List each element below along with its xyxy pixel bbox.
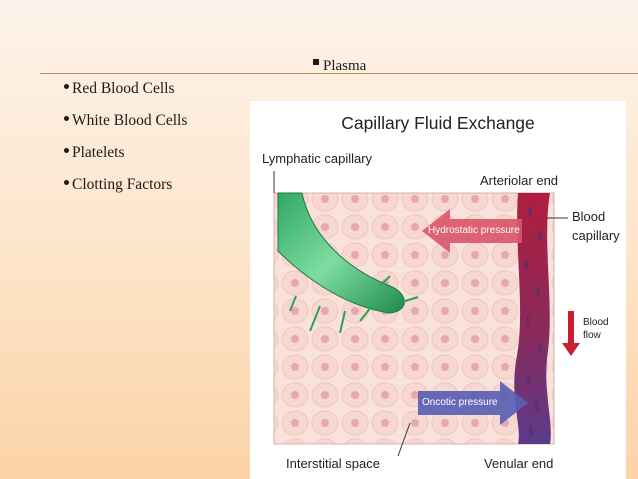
- blood-capillary-label-line1: Blood: [572, 209, 606, 224]
- interstitial-leader-line: [397, 422, 411, 457]
- bullet-list: Red Blood Cells White Blood Cells Platel…: [64, 80, 187, 208]
- arteriolar-end-label: Arteriolar end: [480, 173, 559, 188]
- blood-flow-arrow-shaft: [568, 311, 574, 343]
- lymphatic-vessel: [277, 192, 405, 314]
- hydrostatic-pressure-label: Hydrostatic pressure: [428, 225, 520, 236]
- bullet-item: Platelets: [64, 144, 187, 176]
- bullet-item: Red Blood Cells: [64, 80, 187, 112]
- bullet-text: Red Blood Cells: [72, 80, 175, 97]
- red-blood-cells: [524, 206, 542, 436]
- bullet-dot-icon: [64, 180, 69, 185]
- oncotic-pressure-label: Oncotic pressure: [422, 397, 498, 408]
- bullet-dot-icon: [64, 84, 69, 89]
- capillary-diagram: [273, 171, 580, 457]
- slide-heading-text: Plasma: [323, 58, 367, 74]
- interstitial-space-label: Interstitial space: [286, 456, 380, 471]
- lymphatic-capillary-label: Lymphatic capillary: [262, 151, 373, 166]
- bullet-text: White Blood Cells: [72, 112, 188, 129]
- bullet-dot-icon: [64, 148, 69, 153]
- lymph-flow-arrows: [289, 275, 419, 334]
- hydrostatic-pressure-arrow: [422, 209, 522, 253]
- oncotic-pressure-arrow: [418, 381, 528, 425]
- blood-flow-arrow-head: [562, 343, 580, 356]
- blood-flow-label-line2: flow: [583, 330, 601, 341]
- bullet-item: Clotting Factors: [64, 176, 187, 208]
- bullet-text: Clotting Factors: [72, 176, 173, 193]
- bullet-item: White Blood Cells: [64, 112, 187, 144]
- blood-flow-label-line1: Blood: [583, 317, 609, 328]
- title-divider: [40, 73, 638, 74]
- blood-capillary-vessel: [514, 193, 551, 444]
- venular-end-label: Venular end: [484, 456, 554, 471]
- figure-title: Capillary Fluid Exchange: [341, 113, 535, 133]
- bullet-text: Platelets: [72, 144, 125, 161]
- capillary-figure: Capillary Fluid Exchange Lymphatic capil…: [250, 101, 626, 479]
- bullet-dot-icon: [64, 116, 69, 121]
- square-bullet-icon: [313, 59, 319, 65]
- slide-heading: Plasma: [313, 58, 366, 75]
- blood-capillary-label-line2: capillary: [572, 228, 620, 243]
